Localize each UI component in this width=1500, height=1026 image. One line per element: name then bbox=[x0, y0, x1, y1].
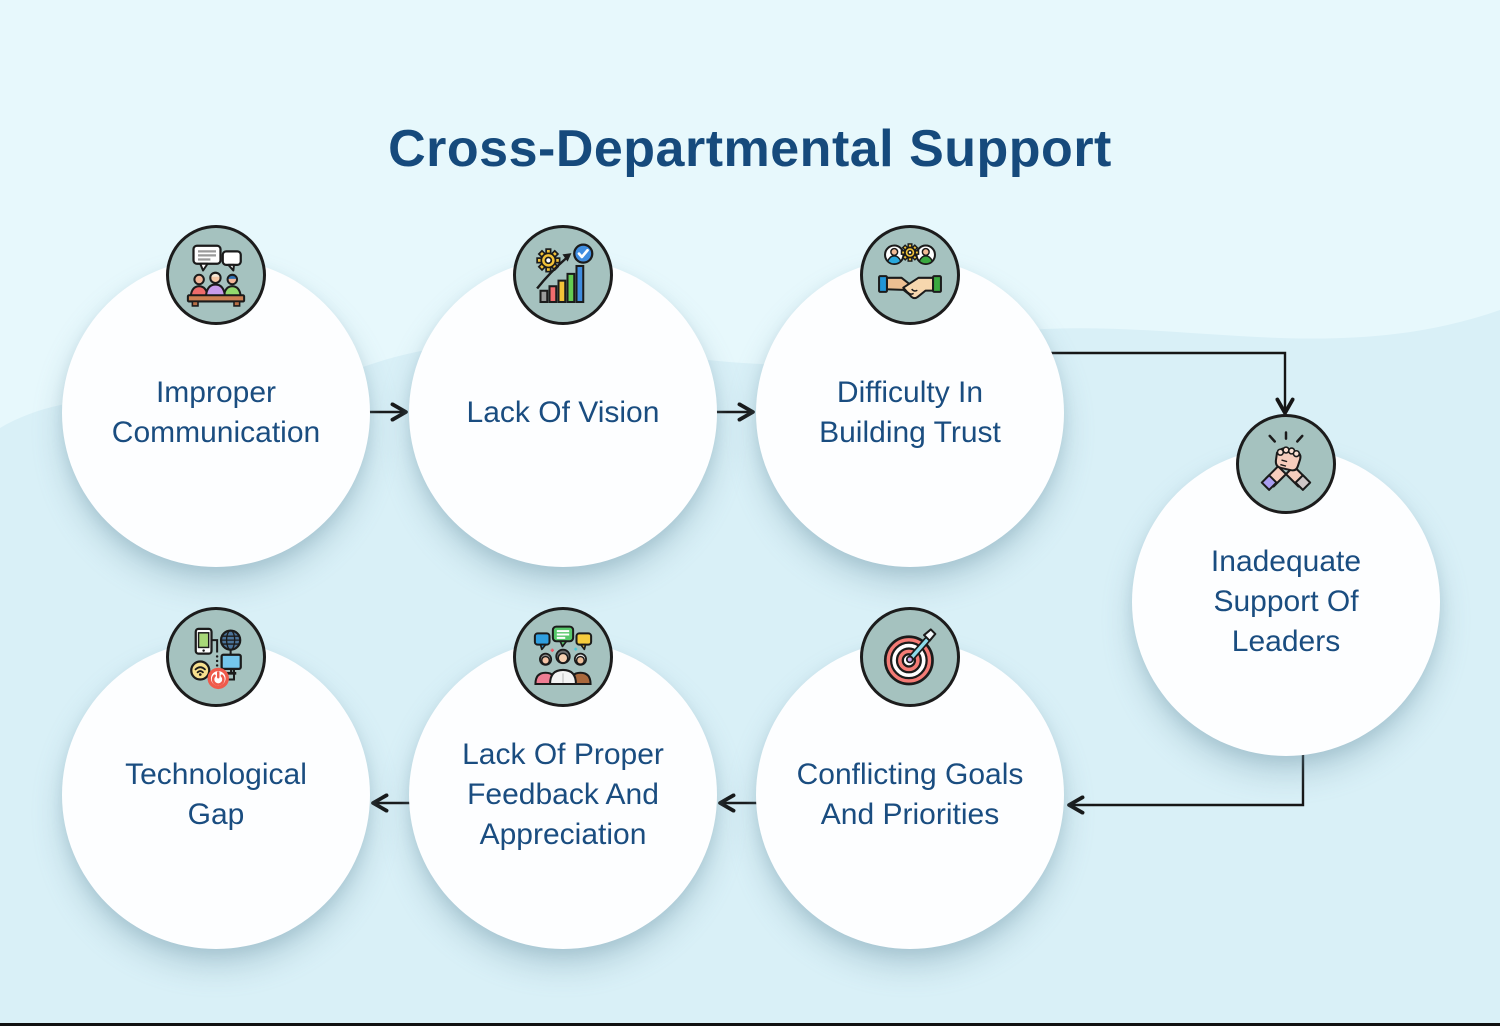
node-label-text: Difficulty In Building Trust bbox=[819, 376, 1001, 449]
node-label: Improper Communication bbox=[62, 259, 370, 567]
node-icon-badge bbox=[166, 607, 266, 707]
node-icon-badge bbox=[860, 607, 960, 707]
node-icon-badge bbox=[513, 607, 613, 707]
node-label-text: Improper Communication bbox=[111, 376, 321, 449]
target-dart-icon bbox=[883, 628, 937, 686]
meeting-icon bbox=[186, 244, 246, 307]
node-label: Lack Of Proper Feedback And Appreciation bbox=[409, 641, 717, 949]
node-lack-of-vision: Lack Of Vision bbox=[409, 225, 717, 567]
feedback-people-icon bbox=[533, 625, 593, 686]
growth-chart-icon bbox=[536, 243, 594, 304]
node-icon-badge bbox=[166, 225, 266, 325]
node-technological-gap: Technological Gap bbox=[62, 607, 370, 949]
node-conflicting-goals-and-priorities: Conflicting Goals And Priorities bbox=[756, 607, 1064, 949]
node-label-text: Lack Of Vision bbox=[466, 396, 660, 430]
handshake-icon bbox=[878, 243, 942, 300]
node-label-text: Inadequate Support Of Leaders bbox=[1210, 545, 1362, 658]
bottom-border-line bbox=[0, 1023, 1500, 1026]
node-inadequate-support-of-leaders: Inadequate Support Of Leaders bbox=[1132, 414, 1440, 756]
node-icon-badge bbox=[860, 225, 960, 325]
technology-devices-icon bbox=[190, 627, 242, 690]
node-difficulty-in-building-trust: Difficulty In Building Trust bbox=[756, 225, 1064, 567]
node-label: Difficulty In Building Trust bbox=[756, 259, 1064, 567]
node-label: Conflicting Goals And Priorities bbox=[756, 641, 1064, 949]
node-icon-badge bbox=[513, 225, 613, 325]
node-label: Lack Of Vision bbox=[409, 259, 717, 567]
node-label: Technological Gap bbox=[62, 641, 370, 949]
node-label-text: Technological Gap bbox=[125, 758, 307, 831]
clasped-hands-icon bbox=[1260, 431, 1312, 491]
node-label-text: Conflicting Goals And Priorities bbox=[796, 758, 1024, 831]
node-lack-of-proper-feedback-and-appreciation: Lack Of Proper Feedback And Appreciation bbox=[409, 607, 717, 949]
diagram-title: Cross-Departmental Support bbox=[388, 119, 1112, 178]
node-label: Inadequate Support Of Leaders bbox=[1132, 448, 1440, 756]
node-improper-communication: Improper Communication bbox=[62, 225, 370, 567]
node-icon-badge bbox=[1236, 414, 1336, 514]
node-label-text: Lack Of Proper Feedback And Appreciation bbox=[462, 738, 664, 851]
